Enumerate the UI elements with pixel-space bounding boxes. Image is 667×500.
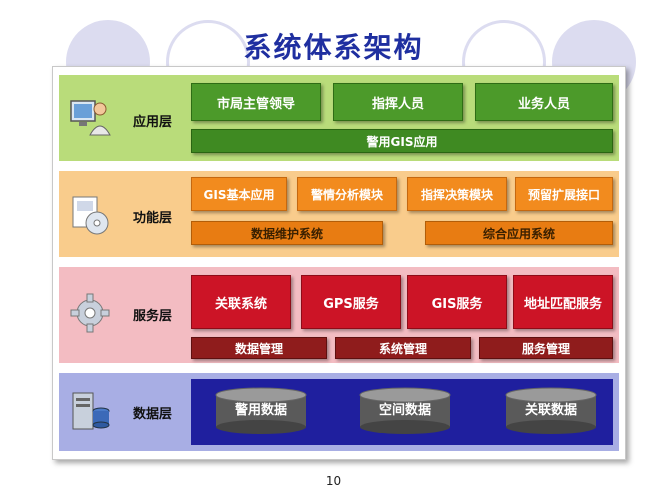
- service-bar-1: 数据管理: [191, 337, 327, 359]
- data-cylinder-3-label: 关联数据: [524, 403, 577, 418]
- data-cylinder-2-label: 空间数据: [378, 403, 431, 418]
- data-layer-label: 数据层: [133, 407, 173, 422]
- page-title: 系统体系架构: [243, 31, 424, 64]
- func-bar-1: 数据维护系统: [191, 221, 383, 245]
- app-item-1: 市局主管领导: [191, 83, 321, 121]
- service-bar-2: 系统管理: [335, 337, 471, 359]
- server-database-icon: [72, 392, 110, 430]
- data-cylinder-1-label: 警用数据: [234, 403, 287, 418]
- service-layer-label: 服务层: [133, 309, 173, 324]
- data-layer: 数据层 警用数据 空间数据 关联数据: [59, 373, 619, 451]
- service-item-1: 关联系统: [191, 275, 291, 329]
- function-layer: 功能层 GIS基本应用 警情分析模块 指挥决策模块 预留扩展接口 数据维护系统 …: [59, 171, 619, 257]
- func-item-1: GIS基本应用: [191, 177, 287, 211]
- user-computer-icon: [70, 100, 111, 136]
- func-item-4: 预留扩展接口: [515, 177, 613, 211]
- app-bar-gis: 警用GIS应用: [191, 129, 613, 153]
- service-bar-3: 服务管理: [479, 337, 613, 359]
- service-item-3: GIS服务: [407, 275, 507, 329]
- application-layer-label: 应用层: [133, 115, 173, 130]
- gear-icon: [70, 293, 110, 333]
- data-cylinder-3: 关联数据: [505, 387, 597, 434]
- func-bar-2: 综合应用系统: [425, 221, 613, 245]
- app-item-2: 指挥人员: [333, 83, 463, 121]
- function-layer-label: 功能层: [133, 211, 173, 226]
- architecture-diagram: 应用层 市局主管领导 指挥人员 业务人员 警用GIS应用 功能层 GIS基本应用…: [52, 66, 626, 460]
- func-item-2: 警情分析模块: [297, 177, 397, 211]
- application-layer: 应用层 市局主管领导 指挥人员 业务人员 警用GIS应用: [59, 75, 619, 161]
- service-item-4: 地址匹配服务: [513, 275, 613, 329]
- app-item-3: 业务人员: [475, 83, 613, 121]
- cd-box-icon: [72, 196, 109, 235]
- page-number: 10: [325, 474, 342, 488]
- service-layer: 服务层 关联系统 GPS服务 GIS服务 地址匹配服务 数据管理 系统管理 服务…: [59, 267, 619, 363]
- data-cylinder-1: 警用数据: [215, 387, 307, 434]
- func-item-3: 指挥决策模块: [407, 177, 507, 211]
- service-item-2: GPS服务: [301, 275, 401, 329]
- data-cylinder-2: 空间数据: [359, 387, 451, 434]
